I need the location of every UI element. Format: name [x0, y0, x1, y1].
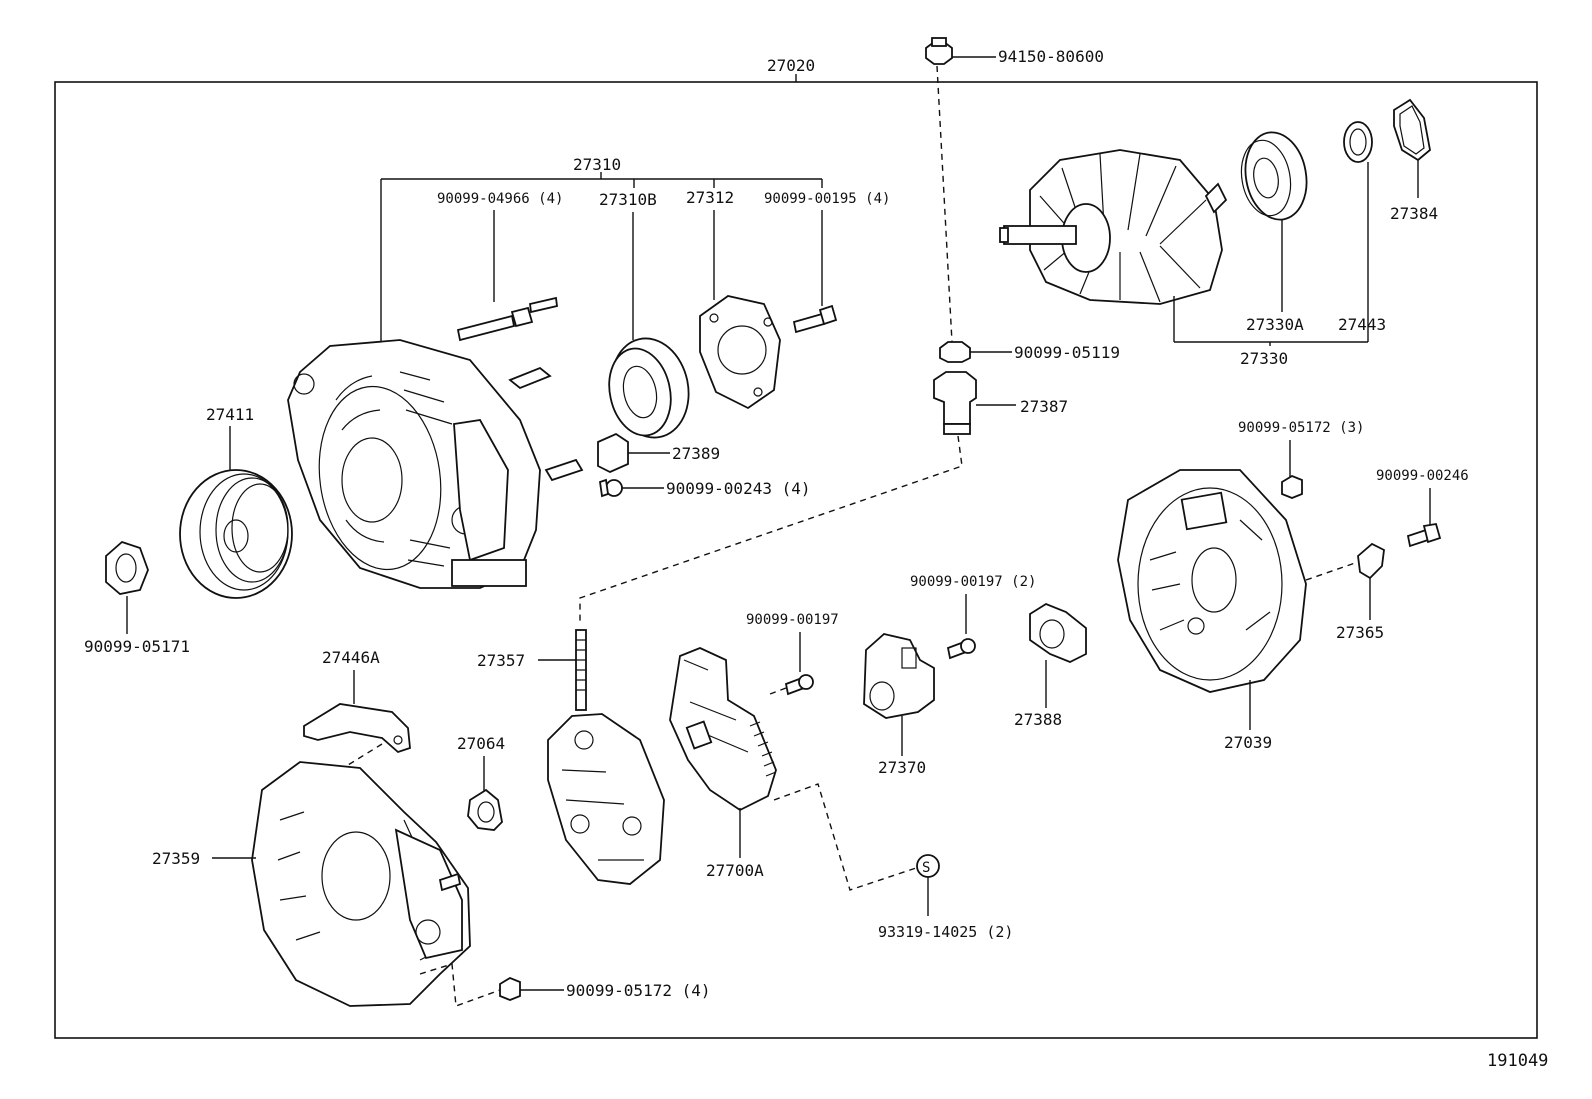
nut-90099-05172-3	[1281, 474, 1303, 499]
spacer-27389	[597, 432, 629, 473]
brush-holder-27370	[863, 633, 935, 719]
label-27443: 27443	[1338, 315, 1386, 334]
regulator-27700A	[669, 647, 777, 812]
insulator-27387	[933, 371, 977, 435]
label-90099-00243: 90099-00243 (4)	[666, 479, 811, 498]
bracket-27446A	[303, 703, 411, 754]
label-27387: 27387	[1020, 397, 1068, 416]
label-27389: 27389	[672, 444, 720, 463]
rectifier-27357	[547, 629, 665, 885]
retainer-plate-27312	[699, 295, 781, 410]
label-27411: 27411	[206, 405, 254, 424]
gasket-27064	[467, 788, 503, 831]
label-27330A: 27330A	[1246, 315, 1304, 334]
label-27310: 27310	[573, 155, 621, 174]
screw-90099-00246	[1406, 522, 1442, 548]
label-27384: 27384	[1390, 204, 1438, 223]
label-27312: 27312	[686, 188, 734, 207]
stamp-s: S	[916, 854, 940, 878]
drive-end-frame-27310	[287, 339, 584, 589]
cover-27384	[1393, 98, 1431, 162]
through-bolt-90099-04966	[456, 296, 558, 342]
bearing-27310B	[608, 337, 690, 439]
label-90099-00197-2: 90099-00197 (2)	[910, 574, 1036, 590]
label-27365: 27365	[1336, 623, 1384, 642]
screw-90099-00197-2	[946, 638, 976, 660]
label-27039: 27039	[1224, 733, 1272, 752]
label-27359: 27359	[152, 849, 200, 868]
label-90099-05172-4: 90099-05172 (4)	[566, 981, 711, 1000]
label-90099-00197: 90099-00197	[746, 612, 839, 628]
label-90099-05172-3: 90099-05172 (3)	[1238, 420, 1364, 436]
label-27370: 27370	[878, 758, 926, 777]
bearing-27330A	[1240, 131, 1308, 221]
label-94150-80600: 94150-80600	[998, 47, 1104, 66]
label-90099-05119: 90099-05119	[1014, 343, 1120, 362]
svg-text:S: S	[922, 860, 930, 876]
label-90099-00246: 90099-00246	[1376, 468, 1469, 484]
rear-cover-27359	[251, 761, 471, 1007]
screw-90099-00195	[792, 304, 838, 334]
label-27388: 27388	[1014, 710, 1062, 729]
screw-90099-00243	[599, 478, 623, 498]
pulley-27411	[179, 469, 293, 599]
figure-number: 191049	[1487, 1051, 1548, 1071]
insulator-27388	[1029, 602, 1087, 663]
label-27310B: 27310B	[599, 190, 657, 209]
nut-94150-80600	[925, 37, 953, 65]
screw-90099-00197	[784, 674, 814, 696]
label-27020: 27020	[767, 56, 815, 75]
nut-90099-05172-4	[499, 976, 521, 1001]
label-27330: 27330	[1240, 349, 1288, 368]
rotor-27330	[999, 149, 1228, 305]
label-90099-00195: 90099-00195 (4)	[764, 191, 890, 207]
label-93319-14025: 93319-14025 (2)	[878, 923, 1013, 941]
clip-27365	[1357, 542, 1385, 580]
label-27064: 27064	[457, 734, 505, 753]
label-90099-05171: 90099-05171	[84, 637, 190, 656]
nut-90099-05171	[105, 540, 149, 595]
label-27446A: 27446A	[322, 648, 380, 667]
label-27357: 27357	[477, 651, 525, 670]
label-90099-04966: 90099-04966 (4)	[437, 191, 563, 207]
nut-90099-05119	[939, 341, 971, 363]
ring-27443	[1343, 121, 1373, 163]
label-27700A: 27700A	[706, 861, 764, 880]
rear-end-frame-27039	[1117, 469, 1307, 693]
